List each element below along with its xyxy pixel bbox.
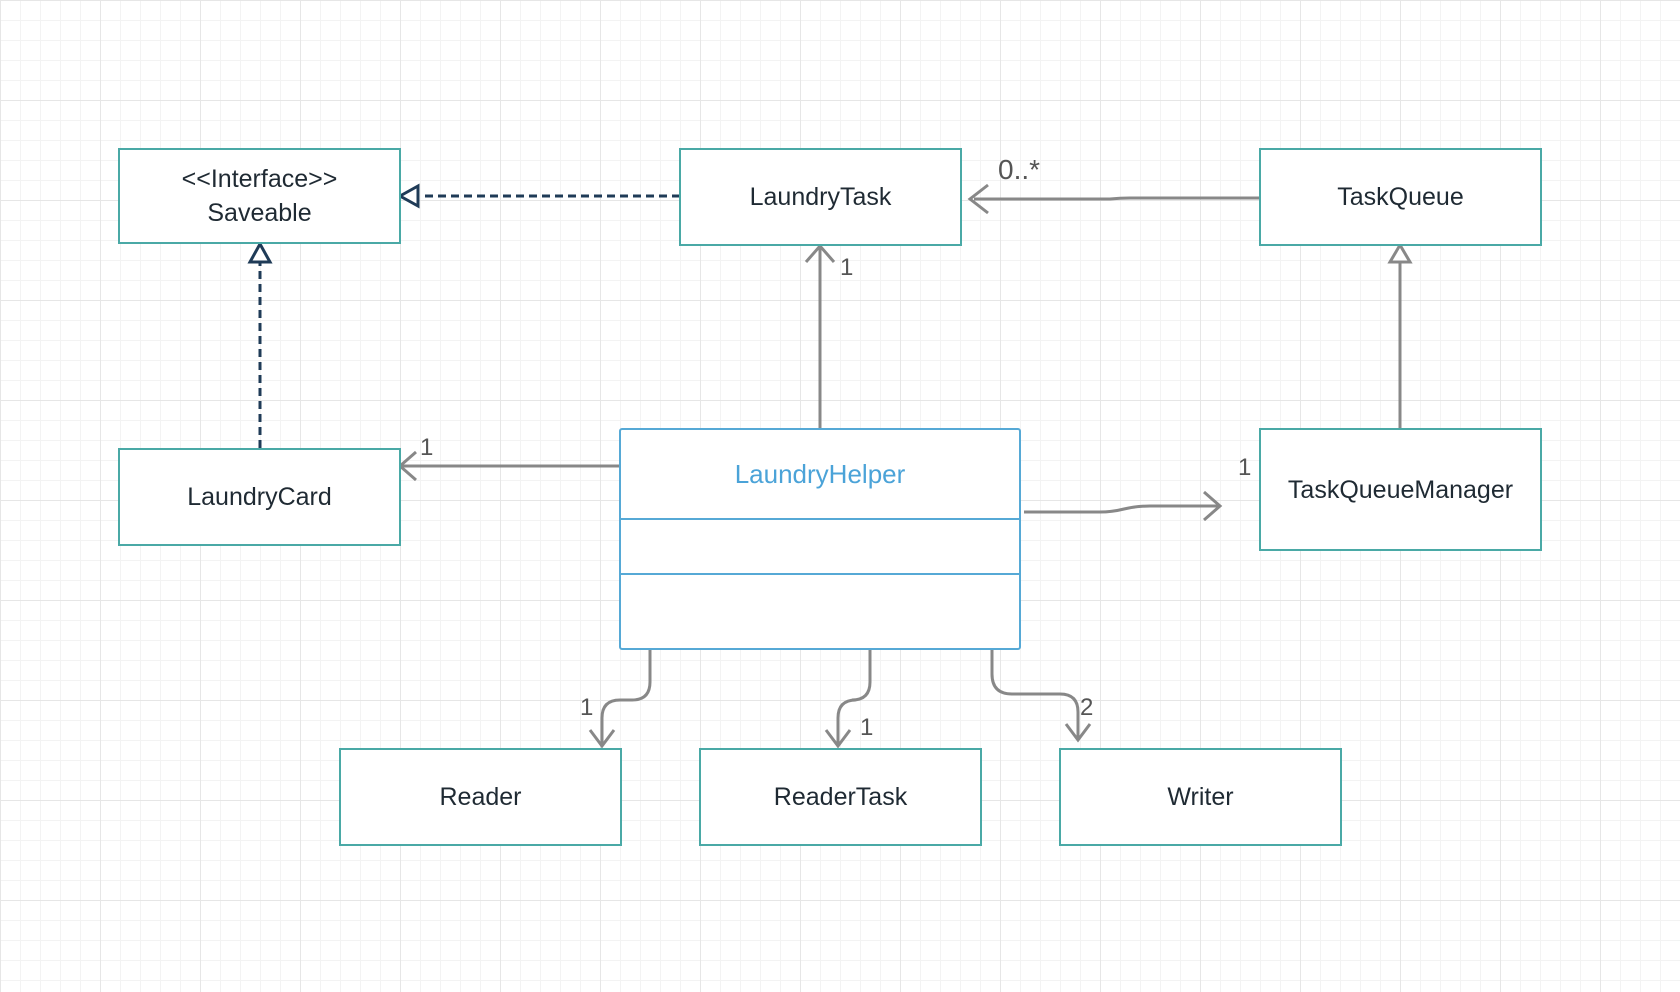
class-reader[interactable]: Reader [339, 748, 622, 846]
association-helper-reader [588, 648, 652, 749]
multiplicity-label: 1 [860, 714, 874, 741]
class-laundryhelper[interactable]: LaundryHelper [619, 428, 1021, 650]
open-arrowhead [588, 729, 616, 749]
class-name: TaskQueueManager [1287, 475, 1514, 504]
association-taskqueue-laundrytask [967, 183, 1260, 215]
multiplicity-label: 1 [420, 434, 434, 461]
multiplicity-label: 2 [1080, 694, 1094, 721]
association-helper-readertask [824, 648, 872, 749]
multiplicity-label: 1 [580, 694, 594, 721]
class-laundrytask[interactable]: LaundryTask [679, 148, 962, 246]
hollow-triangle-arrowhead [247, 240, 273, 264]
class-writer[interactable]: Writer [1059, 748, 1342, 846]
hollow-triangle-arrowhead [1387, 242, 1413, 264]
open-arrowhead [1064, 723, 1092, 743]
class-name-compartment: LaundryHelper [621, 430, 1019, 520]
class-laundrycard[interactable]: LaundryCard [118, 448, 401, 546]
stereotype-label: <<Interface>> [181, 165, 338, 193]
association-helper-writer [990, 648, 1092, 743]
class-name: Reader [439, 783, 522, 811]
class-saveable[interactable]: <<Interface>> Saveable [118, 148, 401, 244]
attributes-compartment[interactable] [621, 520, 1019, 575]
realization-laundrycard-saveable [247, 240, 273, 448]
association-helper-taskqueuemanager [1024, 490, 1223, 522]
open-arrowhead [1203, 490, 1223, 522]
class-name: ReaderTask [773, 783, 908, 811]
hollow-triangle-arrowhead [396, 183, 420, 209]
class-name: LaundryTask [749, 183, 892, 211]
multiplicity-label: 0..* [998, 154, 1041, 185]
class-name: LaundryCard [187, 483, 332, 511]
realization-laundrytask-saveable [396, 183, 680, 209]
class-name: TaskQueue [1337, 183, 1464, 211]
class-name: LaundryHelper [734, 458, 906, 489]
class-taskqueuemanager[interactable]: TaskQueueManager [1259, 428, 1542, 551]
class-name: Writer [1167, 783, 1234, 811]
open-arrowhead [967, 183, 989, 215]
multiplicity-label: 1 [840, 254, 854, 281]
class-name: Saveable [207, 199, 312, 227]
operations-compartment[interactable] [621, 575, 1019, 645]
class-readertask[interactable]: ReaderTask [699, 748, 982, 846]
class-taskqueue[interactable]: TaskQueue [1259, 148, 1542, 246]
open-arrowhead [804, 243, 836, 263]
association-helper-laundrytask [804, 243, 836, 428]
generalization-taskqueuemanager-taskqueue [1387, 242, 1413, 428]
open-arrowhead [824, 729, 852, 749]
multiplicity-label: 1 [1238, 454, 1252, 481]
